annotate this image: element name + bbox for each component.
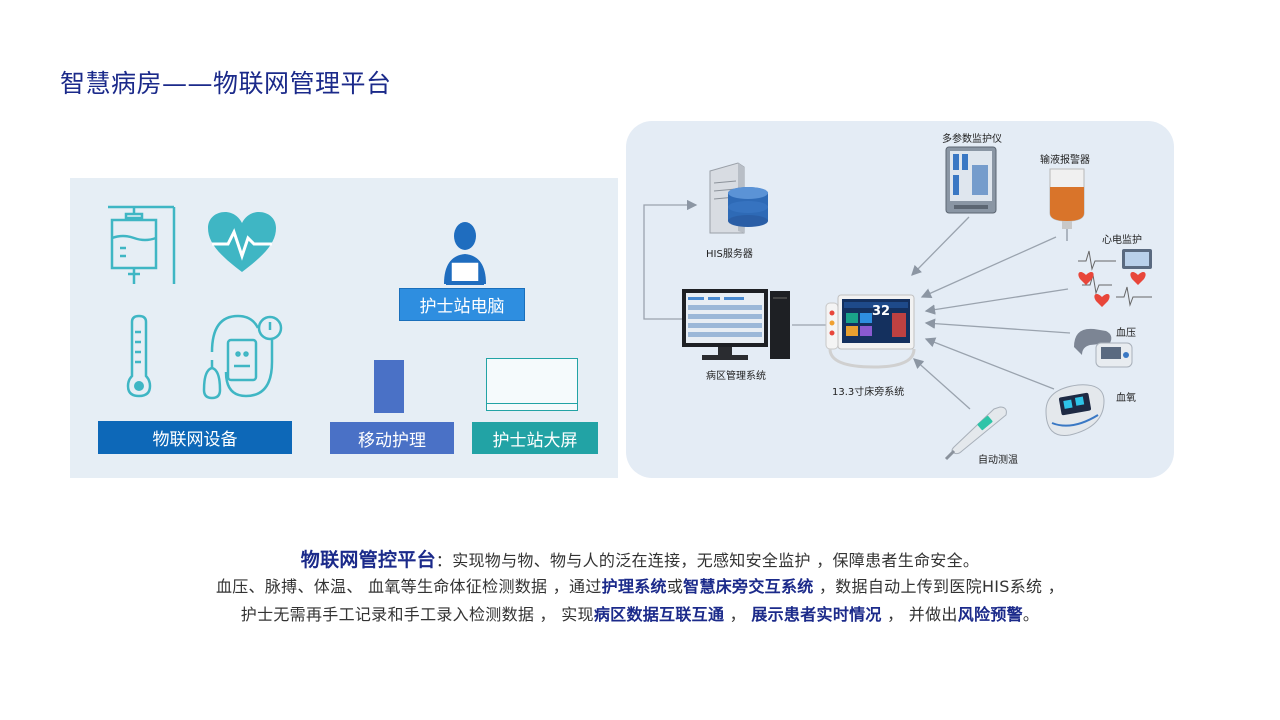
heart-rate-icon [208,212,276,272]
iot-devices-panel: 护士站电脑 物联网设备 移动护理 护士站大屏 [70,178,618,478]
infusion-bag-icon [1049,168,1085,241]
ecg-icon [1078,249,1152,307]
patient-monitor-icon [945,146,997,214]
description-line-3: 护士无需再手工记录和手工录入检测数据 ， 实现病区数据互联互通 ， 展示患者实时… [0,601,1280,625]
page-title: 智慧病房——物联网管理平台 [60,69,392,98]
multi-monitor-label: 多参数监护仪 [942,134,1002,145]
description-text: ：实现物与物、物与人的泛在连接，无感知安全监护 ，保障患者生命安全。 [435,551,980,570]
digital-thermometer-icon [944,406,1007,461]
highlight-data-interconnect: 病区数据互联互通 [593,605,725,624]
connection-arrows [643,199,1071,410]
description-text: 护士无需再手工记录和手工录入检测数据 ， 实现 [240,605,594,624]
blood-pressure-label: 血压 [1116,328,1136,339]
description-text: 血压、脉搏、体温、 血氧等生命体征检测数据 ，通过 [215,577,602,596]
system-architecture-panel: HIS服务器 病区管理系统 [626,121,1174,478]
description-text: ， [724,605,752,624]
highlight-bedside-system: 智慧床旁交互系统 [683,577,814,596]
nurse-station-pc-label: 护士站电脑 [399,288,525,321]
highlight-risk-warning: 风险预警 [957,605,1023,624]
screen-value: 32 [872,304,891,319]
desktop-computer-icon [682,289,790,360]
bedside-system-label: 13.3寸床旁系统 [832,387,905,398]
blood-pressure-device-icon [1074,328,1133,368]
nurse-computer-icon [444,222,486,285]
description-text: 或 [666,577,684,596]
highlight-nursing-system: 护理系统 [601,577,667,596]
mobile-nursing-label: 移动护理 [330,422,454,454]
server-icon [709,162,768,234]
blood-oxygen-label: 血氧 [1116,393,1136,404]
platform-name: 物联网管控平台 [300,549,436,571]
mobile-nursing-device [374,360,404,413]
his-server-label: HIS服务器 [706,249,753,260]
blood-pressure-meter-icon [202,314,283,400]
nurse-station-screen-device [486,358,578,411]
thermometer-icon [126,314,152,398]
description-text: ，数据自动上传到医院HIS系统 ， [813,577,1065,596]
infusion-alarm-label: 输液报警器 [1040,155,1090,166]
description-line-2: 血压、脉搏、体温、 血氧等生命体征检测数据 ，通过护理系统或智慧床旁交互系统 ，… [0,573,1280,597]
iv-drip-icon [108,205,176,284]
description-line-1: 物联网管控平台：实现物与物、物与人的泛在连接，无感知安全监护 ，保障患者生命安全… [0,545,1280,572]
highlight-realtime-status: 展示患者实时情况 [751,605,882,624]
description-text: 。 [1022,605,1040,624]
ward-system-label: 病区管理系统 [706,371,766,382]
description-text: ， 并做出 [881,605,958,624]
auto-temp-label: 自动测温 [978,455,1018,466]
nurse-station-screen-label: 护士站大屏 [472,422,598,454]
pulse-oximeter-icon [1045,384,1105,436]
ecg-label: 心电监护 [1102,235,1142,246]
bedside-terminal-icon [825,294,916,369]
iot-devices-label: 物联网设备 [98,421,292,454]
